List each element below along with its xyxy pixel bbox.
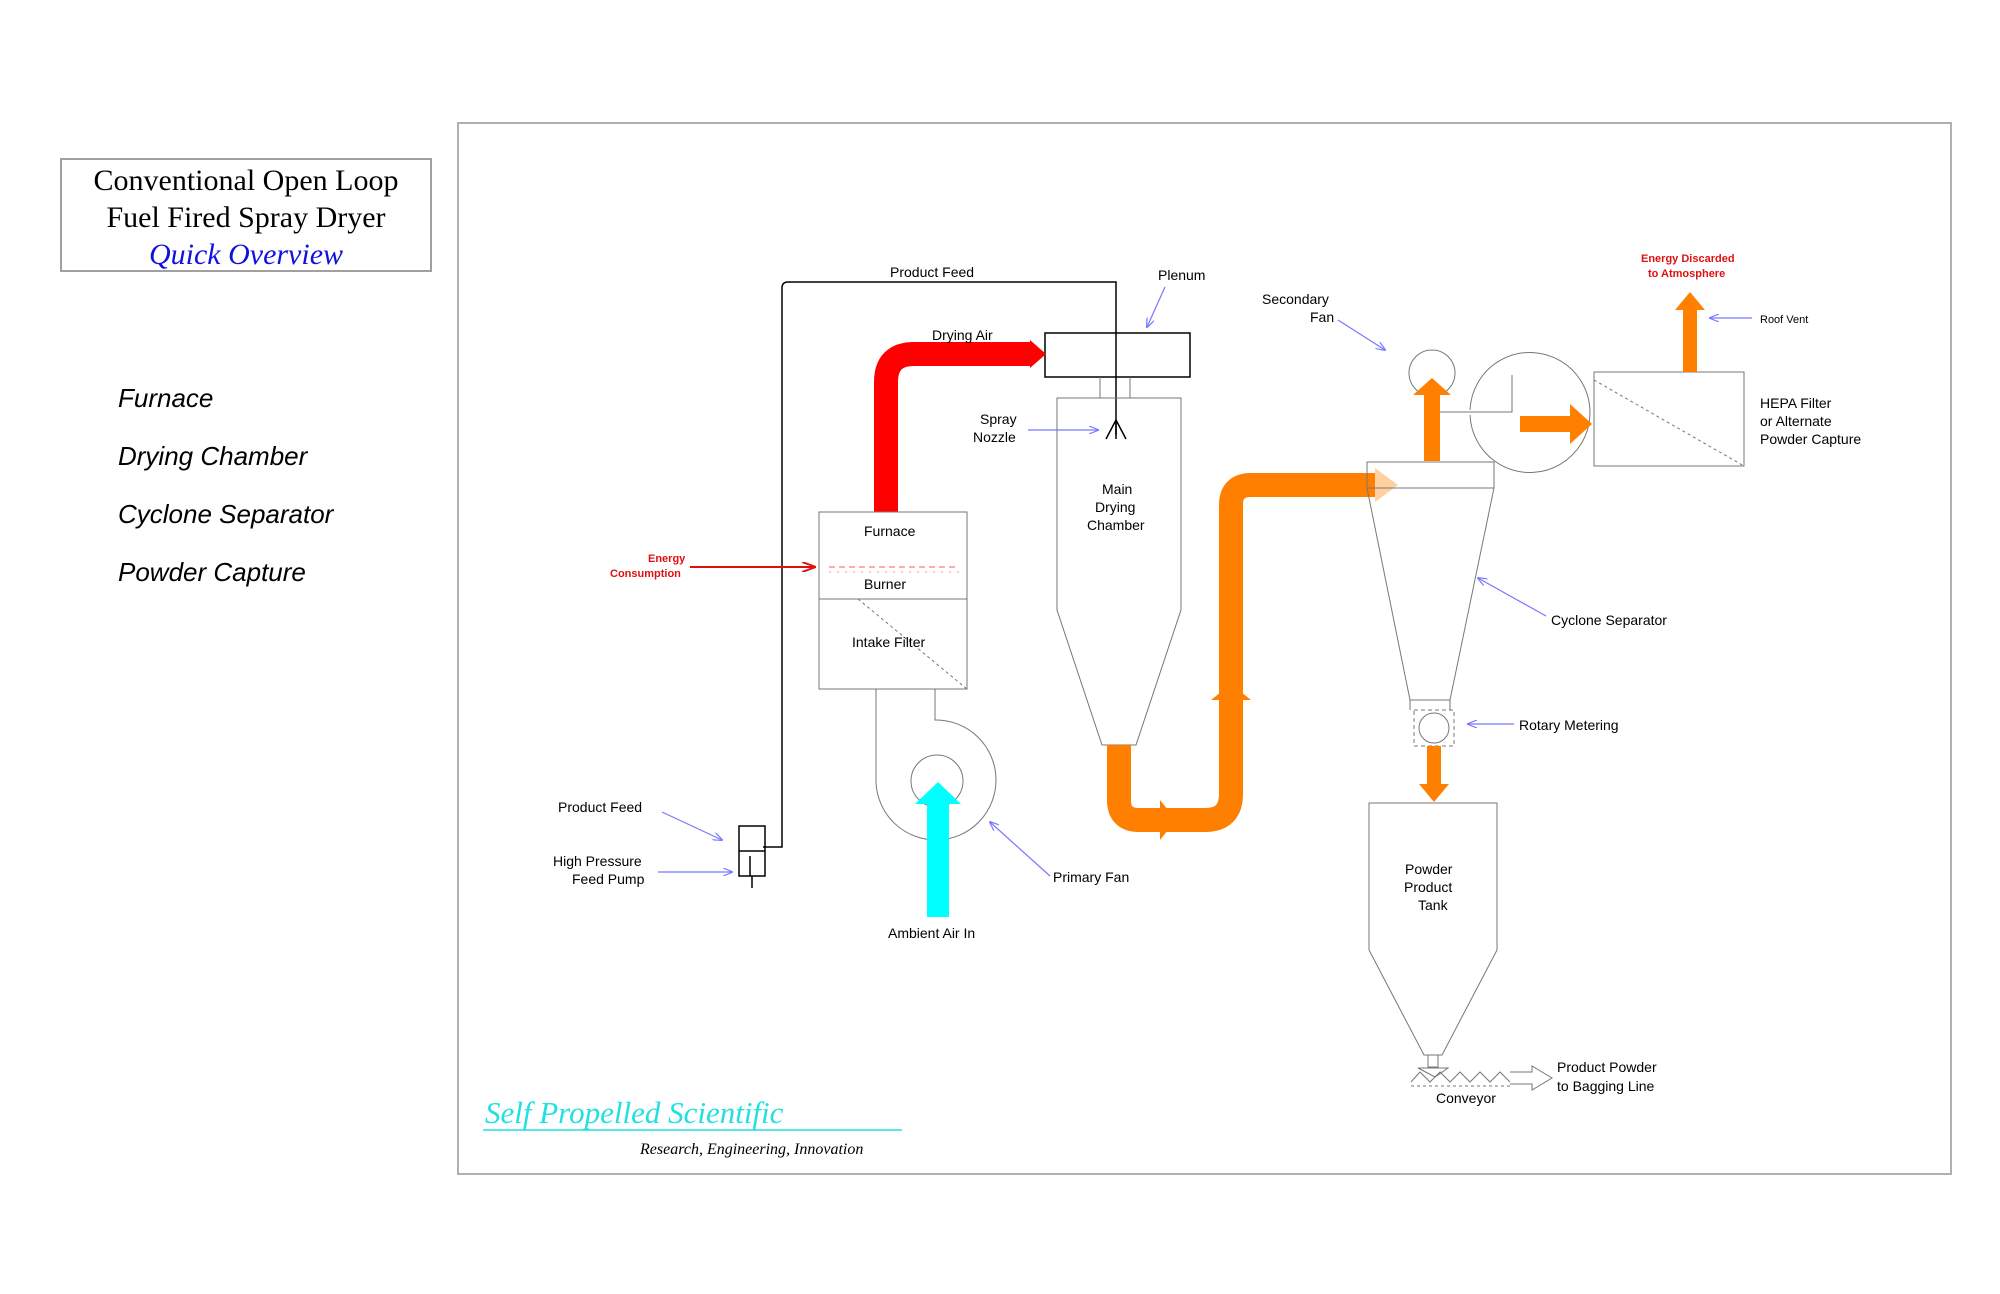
- label-secondary-fan-1: Secondary: [1262, 291, 1329, 307]
- metering-to-tank-shaft: [1427, 746, 1441, 786]
- label-drying-air: Drying Air: [932, 327, 993, 343]
- brand-tagline: Research, Engineering, Innovation: [639, 1141, 863, 1158]
- label-hepa-2: or Alternate: [1760, 413, 1832, 429]
- conveyor-hopper: [1417, 1067, 1450, 1078]
- label-burner: Burner: [864, 576, 906, 592]
- label-conveyor: Conveyor: [1436, 1090, 1496, 1106]
- roof-vent-arrowhead: [1675, 292, 1705, 310]
- nav-item-drying-chamber[interactable]: Drying Chamber: [118, 441, 308, 471]
- metering-to-tank-arrowhead: [1419, 784, 1449, 802]
- hepa-filter: [1593, 371, 1745, 467]
- cyclone-separator: [1366, 461, 1495, 701]
- rotary-metering-rotor: [1418, 712, 1450, 744]
- label-hp-pump-1: High Pressure: [553, 853, 642, 869]
- fan-to-hepa-shaft: [1520, 416, 1572, 432]
- conveyor-screw: [1410, 1071, 1511, 1083]
- section-nav: Furnace Drying Chamber Cyclone Separator…: [118, 378, 333, 610]
- label-main-chamber-2: Drying: [1095, 499, 1135, 515]
- label-cyclone-separator: Cyclone Separator: [1551, 612, 1667, 628]
- rotary-metering-valve: [1413, 709, 1455, 747]
- powder-product-tank: [1368, 802, 1498, 1056]
- plenum-connector: [1099, 377, 1131, 398]
- tank-outlet: [1427, 1055, 1439, 1068]
- label-energy-discarded-2: to Atmosphere: [1648, 268, 1725, 280]
- fan-to-hepa-arrowhead: [1570, 404, 1592, 444]
- label-intake-filter: Intake Filter: [852, 634, 925, 650]
- label-tank-1: Powder: [1405, 861, 1453, 877]
- label-roof-vent: Roof Vent: [1760, 314, 1808, 326]
- pointer-cyclone: [1478, 578, 1547, 617]
- exhaust-arrow-1: [1160, 800, 1176, 840]
- label-hp-pump-2: Feed Pump: [572, 871, 645, 887]
- ambient-air-arrowhead: [915, 782, 961, 804]
- hepa-filter-diagonal: [1593, 379, 1745, 467]
- label-plenum: Plenum: [1158, 267, 1205, 283]
- exhaust-arrow-2: [1211, 684, 1251, 700]
- label-energy-consumption-2: Consumption: [610, 568, 681, 580]
- drying-air-arrowhead: [1030, 340, 1046, 368]
- cyclone-outflow-shaft: [1424, 395, 1440, 461]
- label-rotary-metering: Rotary Metering: [1519, 717, 1619, 733]
- diagram-frame: [457, 122, 1952, 1175]
- label-bagging-1: Product Powder: [1557, 1059, 1657, 1075]
- roof-vent-shaft: [1683, 310, 1697, 372]
- label-spray-nozzle-1: Spray: [980, 411, 1017, 427]
- title-line-2: Fuel Fired Spray Dryer: [106, 201, 386, 234]
- label-energy-consumption-1: Energy: [648, 553, 686, 565]
- title-line-1: Conventional Open Loop: [93, 164, 399, 197]
- nav-item-furnace[interactable]: Furnace: [118, 383, 214, 413]
- label-main-chamber-1: Main: [1102, 481, 1132, 497]
- label-product-feed-pump: Product Feed: [558, 799, 642, 815]
- label-product-feed-top: Product Feed: [890, 264, 974, 280]
- label-spray-nozzle-2: Nozzle: [973, 429, 1016, 445]
- exhaust-duct: [1107, 473, 1375, 832]
- ambient-air-shaft: [927, 804, 949, 917]
- label-secondary-fan-2: Fan: [1310, 309, 1334, 325]
- label-furnace: Furnace: [864, 523, 916, 539]
- furnace-block: [818, 511, 968, 690]
- pointer-secondary-fan: [1337, 319, 1385, 350]
- pointer-primary-fan: [990, 822, 1051, 877]
- label-hepa-1: HEPA Filter: [1760, 395, 1832, 411]
- bagging-line-arrow: [1510, 1065, 1553, 1091]
- exhaust-arrow-3: [1375, 468, 1398, 502]
- main-drying-chamber: [1056, 397, 1182, 746]
- label-energy-discarded-1: Energy Discarded: [1641, 253, 1735, 265]
- label-hepa-3: Powder Capture: [1760, 431, 1861, 447]
- label-tank-2: Product: [1404, 879, 1452, 895]
- plenum: [1044, 332, 1191, 378]
- label-tank-3: Tank: [1418, 897, 1449, 913]
- pointer-product-feed: [661, 811, 722, 840]
- secondary-fan-housing: [1469, 352, 1591, 473]
- pointer-plenum: [1147, 286, 1166, 327]
- spray-nozzle: [1105, 419, 1127, 440]
- nav-item-cyclone-separator[interactable]: Cyclone Separator: [118, 499, 334, 529]
- label-ambient-air: Ambient Air In: [888, 925, 975, 941]
- label-bagging-2: to Bagging Line: [1557, 1078, 1655, 1094]
- product-feed-line: [763, 281, 1117, 848]
- label-primary-fan: Primary Fan: [1053, 869, 1129, 885]
- nav-item-powder-capture[interactable]: Powder Capture: [118, 557, 306, 587]
- title-box: Conventional Open Loop Fuel Fired Spray …: [60, 158, 432, 272]
- cyclone-outflow-arrowhead: [1413, 378, 1451, 395]
- label-main-chamber-3: Chamber: [1087, 517, 1145, 533]
- secondary-fan-outlet: [1430, 375, 1513, 413]
- drying-air-duct: [874, 342, 1030, 512]
- title-subtitle: Quick Overview: [148, 238, 344, 271]
- primary-fan-housing: [875, 689, 997, 841]
- brand-name: Self Propelled Scientific: [485, 1095, 784, 1130]
